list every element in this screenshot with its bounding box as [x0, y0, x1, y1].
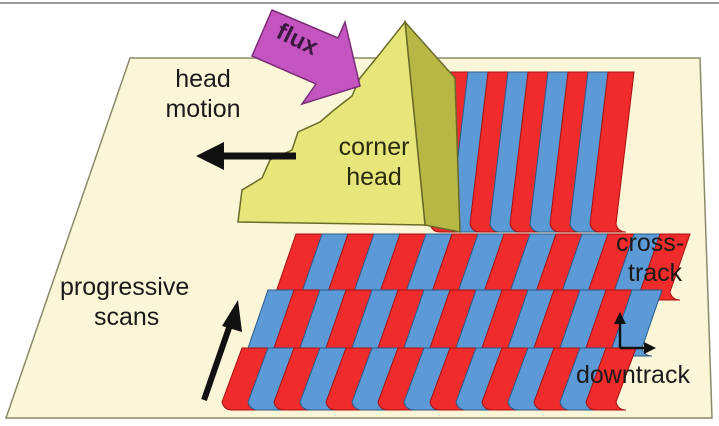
- label-progressive-line2: scans: [94, 303, 160, 331]
- label-downtrack: downtrack: [576, 361, 690, 389]
- track-rows: [221, 71, 691, 411]
- direction-axes: [614, 312, 656, 354]
- row-4: [221, 347, 637, 411]
- label-head-motion-line1: head: [175, 65, 231, 93]
- progressive-scans-arrow: [201, 300, 242, 401]
- head-motion-arrow: [196, 142, 296, 170]
- row-top: [429, 71, 635, 233]
- flux-arrow: [251, 9, 361, 106]
- label-corner-head-line2: head: [346, 163, 402, 191]
- label-cross-track-line2: track: [628, 259, 683, 287]
- label-progressive-scans: progressive scans: [60, 272, 230, 332]
- row-3: [247, 289, 663, 357]
- corner-head: [237, 19, 461, 233]
- label-cross-track: cross- track: [616, 228, 696, 288]
- label-head-motion: head motion: [148, 64, 258, 124]
- label-corner-head-line1: corner: [338, 133, 410, 161]
- track-stripe-red: [585, 347, 637, 411]
- label-progressive-line1: progressive: [60, 273, 190, 301]
- track-stripe-red: [589, 71, 635, 233]
- label-cross-track-line1: cross-: [616, 229, 685, 257]
- label-head-motion-line2: motion: [165, 95, 241, 123]
- label-corner-head: corner head: [324, 132, 424, 192]
